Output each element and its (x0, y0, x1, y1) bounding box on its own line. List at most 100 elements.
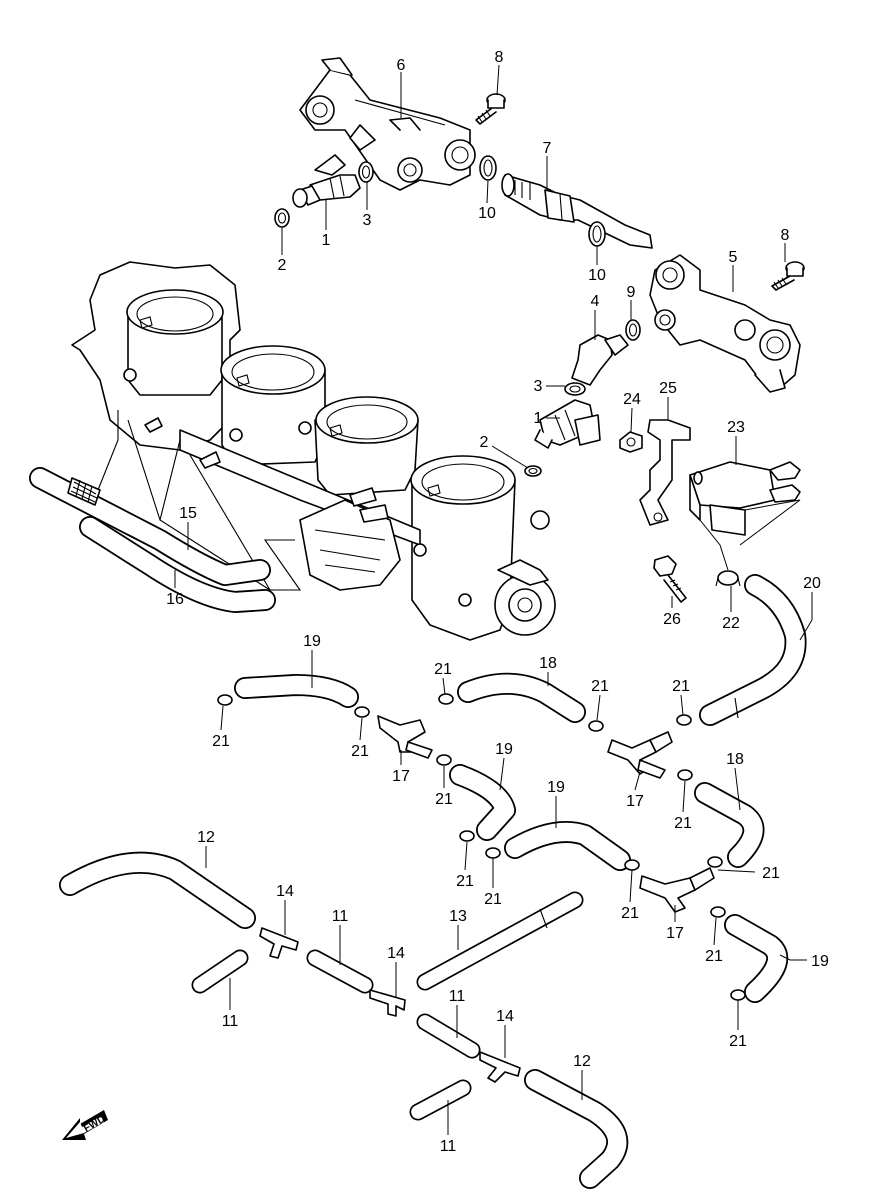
hose-18a (457, 672, 586, 723)
seal-3a (358, 161, 374, 183)
bracket-25 (639, 419, 691, 526)
o-ring-10a (479, 155, 497, 181)
callout-15: 15 (179, 505, 197, 522)
callout-17: 17 (666, 925, 684, 942)
callout-21: 21 (484, 891, 502, 908)
callout-21: 21 (672, 678, 690, 695)
callout-19: 19 (495, 741, 513, 758)
hose-11b (306, 949, 374, 994)
nut-24 (619, 431, 643, 453)
callout-21: 21 (591, 678, 609, 695)
hose-19a (234, 674, 359, 708)
callout-8: 8 (781, 227, 790, 244)
callout-25: 25 (659, 380, 677, 397)
hose-12a (59, 851, 256, 929)
callout-6: 6 (397, 57, 406, 74)
callout-21: 21 (674, 815, 692, 832)
seal-9 (625, 319, 641, 341)
callout-9: 9 (627, 284, 636, 301)
fuel-delivery-pipe-6 (299, 57, 476, 191)
callout-17: 17 (626, 793, 644, 810)
callout-17: 17 (392, 768, 410, 785)
callout-3: 3 (363, 212, 372, 229)
hose-16 (79, 516, 276, 613)
joint-17b (607, 731, 673, 779)
callout-23: 23 (727, 419, 745, 436)
callout-21: 21 (729, 1033, 747, 1050)
callout-12: 12 (573, 1053, 591, 1070)
callout-16: 16 (166, 591, 184, 608)
clamps-21 (217, 693, 746, 1001)
hose-11c (416, 1013, 481, 1059)
callout-13: 13 (449, 908, 467, 925)
callout-21: 21 (762, 865, 780, 882)
joint-17a (377, 715, 433, 759)
o-ring-2a (274, 208, 290, 228)
hose-19b (449, 764, 516, 841)
bolt-8b (771, 261, 805, 291)
fuel-delivery-pipe-5 (649, 254, 801, 393)
callout-21: 21 (434, 661, 452, 678)
hose-15 (29, 467, 271, 586)
callout-5: 5 (729, 249, 738, 266)
callout-14: 14 (276, 883, 294, 900)
hose-19d (724, 914, 789, 1003)
tee-14b (369, 989, 406, 1017)
fwd-arrow: FWD (62, 1110, 108, 1140)
callout-21: 21 (212, 733, 230, 750)
callout-21: 21 (621, 905, 639, 922)
callout-10: 10 (478, 205, 496, 222)
callout-21: 21 (456, 873, 474, 890)
callout-21: 21 (351, 743, 369, 760)
injector-cap-4 (571, 334, 629, 386)
callout-1: 1 (534, 410, 543, 427)
callout-1: 1 (322, 232, 331, 249)
injector-1a (292, 154, 361, 208)
injector-1b (534, 399, 601, 449)
hose-13 (416, 891, 584, 991)
callout-19: 19 (811, 953, 829, 970)
callout-11: 11 (332, 908, 349, 925)
callout-14: 14 (496, 1008, 514, 1025)
callout-2: 2 (278, 257, 287, 274)
fwd-label: FWD (82, 1114, 107, 1135)
clamp-22 (715, 570, 741, 587)
callout-18: 18 (539, 655, 557, 672)
callout-11: 11 (449, 988, 466, 1005)
callout-8: 8 (495, 49, 504, 66)
solenoid-valve-23 (689, 461, 801, 536)
callout-2: 2 (480, 434, 489, 451)
tee-14a (259, 927, 299, 959)
hose-11d (409, 1079, 472, 1121)
callout-19: 19 (303, 633, 321, 650)
o-ring-2b (524, 465, 542, 477)
callout-numbers: 6 8 7 1 2 3 10 10 8 5 4 9 3 1 2 24 25 23… (166, 49, 829, 1155)
callout-24: 24 (623, 391, 641, 408)
tee-14c (479, 1051, 521, 1083)
joint-17c (639, 867, 715, 913)
o-ring-10b (588, 221, 606, 247)
callout-20: 20 (803, 575, 821, 592)
callout-4: 4 (591, 293, 600, 310)
bolt-8a (475, 93, 506, 125)
callout-11: 11 (222, 1013, 239, 1030)
hose-20 (699, 574, 807, 726)
callout-22: 22 (722, 615, 740, 632)
callout-21: 21 (435, 791, 453, 808)
hose-12b (524, 1069, 629, 1189)
bolt-26 (653, 555, 687, 603)
callout-7: 7 (543, 140, 552, 157)
leader-lines (174, 64, 813, 1135)
throttle-body-assembly (71, 261, 556, 641)
callout-26: 26 (663, 611, 681, 628)
callout-21: 21 (705, 948, 723, 965)
seal-3b (564, 382, 586, 396)
hose-11a (191, 949, 249, 994)
fuel-joint-7 (501, 173, 653, 249)
hose-19c (504, 821, 631, 871)
callout-14: 14 (387, 945, 405, 962)
callout-11: 11 (440, 1138, 457, 1155)
callout-3: 3 (534, 378, 543, 395)
hose-18b (694, 782, 765, 868)
